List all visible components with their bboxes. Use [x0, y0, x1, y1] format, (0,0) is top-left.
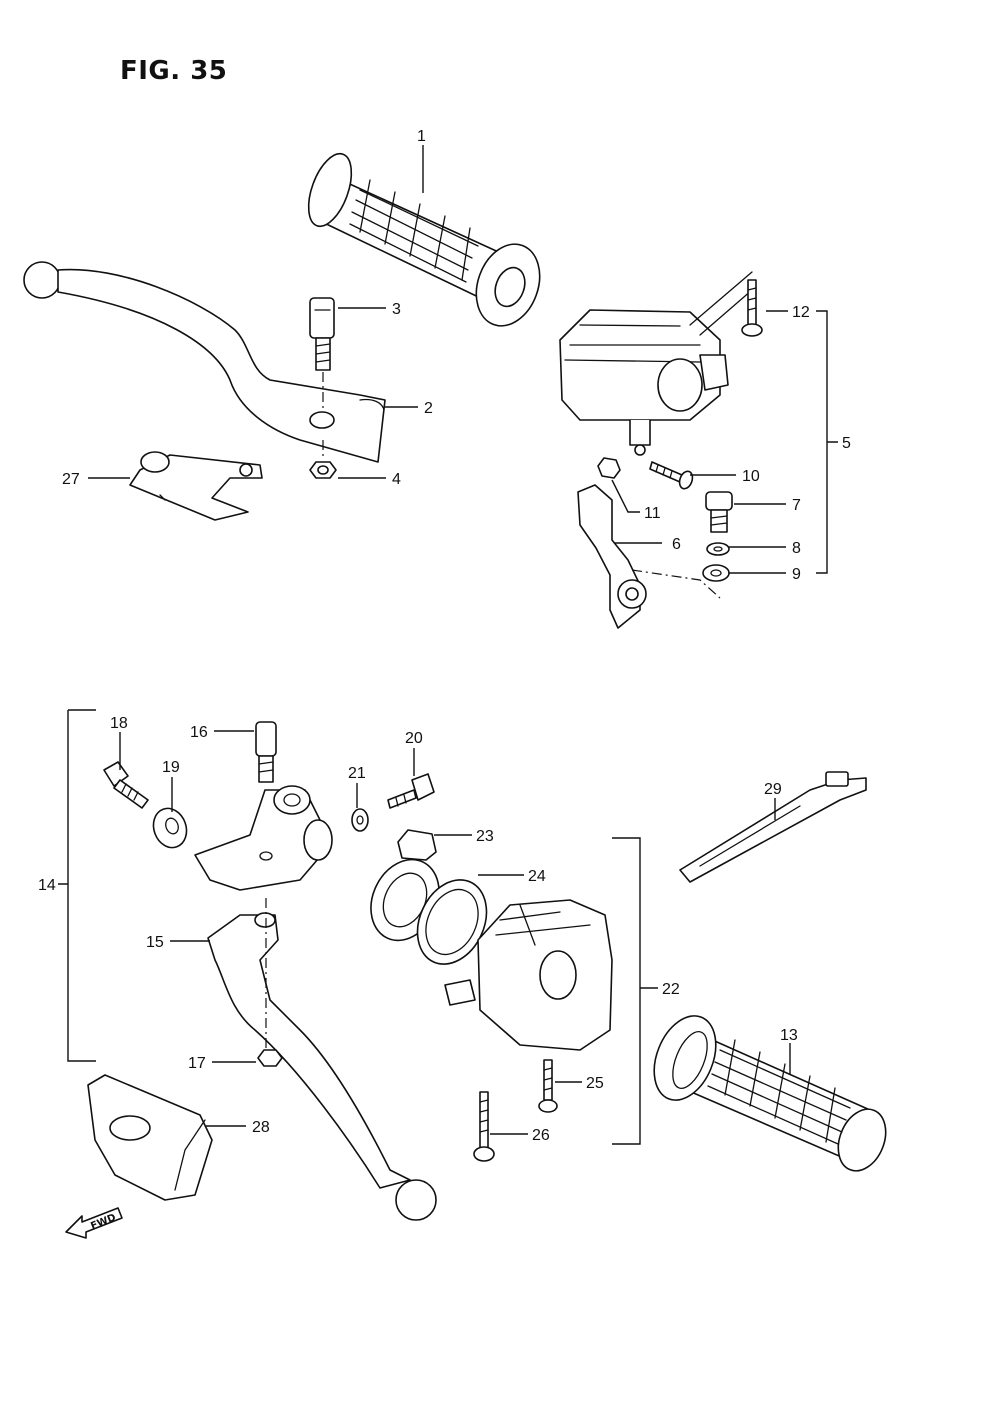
nut-part-11 [597, 457, 621, 479]
nut-part [309, 440, 337, 479]
callout-3: 3 [392, 301, 401, 318]
callout-4: 4 [392, 471, 401, 488]
left-grip-part [653, 1015, 887, 1172]
locknut-part-19 [152, 807, 188, 849]
forward-arrow-icon: FWD [65, 1207, 123, 1239]
callout-28: 28 [252, 1119, 270, 1136]
callout-11: 11 [644, 505, 661, 522]
callout-2: 2 [424, 400, 433, 417]
figure-title: FIG. 35 [120, 56, 228, 86]
callout-7: 7 [792, 497, 801, 514]
screw-part-26 [473, 1091, 495, 1162]
callout-15: 15 [146, 934, 164, 951]
screw-part-25 [538, 1059, 558, 1113]
callout-13: 13 [780, 1027, 798, 1044]
callout-25: 25 [586, 1075, 604, 1092]
nut-part-17 [257, 898, 283, 1067]
callout-29: 29 [764, 781, 782, 798]
callout-27: 27 [62, 471, 80, 488]
callout-9: 9 [792, 566, 801, 583]
callout-17: 17 [188, 1055, 206, 1072]
washer-part-8 [706, 542, 730, 556]
callout-19: 19 [162, 759, 180, 776]
callout-23: 23 [476, 828, 494, 845]
screw-part-10 [649, 461, 694, 490]
right-switch-housing-part [559, 271, 753, 456]
adjuster-part-18 [103, 761, 149, 809]
washer-part-21 [351, 808, 369, 832]
callout-1: 1 [417, 128, 426, 145]
callout-12: 12 [792, 304, 810, 321]
brake-lever-part [23, 261, 386, 463]
callout-18: 18 [110, 715, 128, 732]
bolt-part-7 [705, 491, 733, 533]
callout-6: 6 [672, 536, 681, 553]
clamp-part-23 [397, 829, 437, 861]
throttle-grip-part [307, 152, 541, 327]
ring-part-24 [370, 858, 488, 965]
callout-21: 21 [348, 765, 366, 782]
callout-22: 22 [662, 981, 680, 998]
callout-20: 20 [405, 730, 423, 747]
pivot-bolt-part-16 [255, 721, 277, 783]
left-switch-housing-part [444, 899, 613, 1051]
callout-24: 24 [528, 868, 546, 885]
bolt-part-20 [387, 773, 435, 809]
lever-holder-part [194, 785, 333, 891]
callout-5: 5 [842, 435, 851, 452]
clutch-lever-part [207, 912, 437, 1221]
screw-part-12 [741, 279, 763, 337]
pivot-bolt-part [309, 297, 335, 410]
callout-8: 8 [792, 540, 801, 557]
callout-labels: 1 2 3 4 5 6 7 8 9 10 11 12 13 14 15 16 1… [38, 128, 851, 1144]
callout-10: 10 [742, 468, 760, 485]
switch-bracket-part [129, 451, 263, 521]
leader-lines [58, 145, 838, 1145]
lever-cover-part [87, 1074, 213, 1201]
callout-26: 26 [532, 1127, 550, 1144]
callout-14: 14 [38, 877, 56, 894]
cable-guide-part [577, 484, 721, 629]
callout-16: 16 [190, 724, 208, 741]
cable-tie-part [679, 771, 867, 883]
washer-part-9 [702, 564, 730, 582]
